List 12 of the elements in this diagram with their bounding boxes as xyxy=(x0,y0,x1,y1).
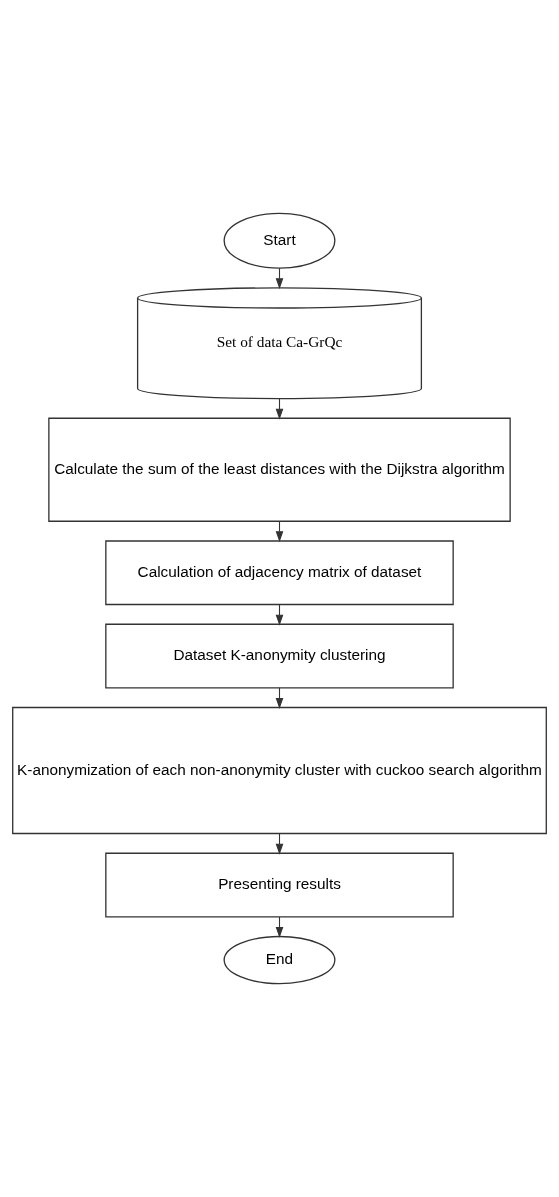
arrow xyxy=(275,687,284,709)
node-box: Calculate the sum of the least distances with the Dijkstra algorithm xyxy=(48,417,511,522)
node-box: K-anonymization of each non-anonymity cluster with cuckoo search algorithm xyxy=(12,706,547,835)
node-box: Presenting results xyxy=(105,852,454,918)
arrow xyxy=(275,916,284,939)
arrow xyxy=(275,267,284,290)
node-ellipse: Start xyxy=(223,212,336,269)
node-box: Dataset K-anonymity clustering xyxy=(105,623,454,689)
arrow xyxy=(275,604,284,626)
node-box: Calculation of adjacency matrix of dataset xyxy=(105,540,454,606)
node-ellipse: End xyxy=(223,935,336,985)
arrow xyxy=(275,398,284,420)
